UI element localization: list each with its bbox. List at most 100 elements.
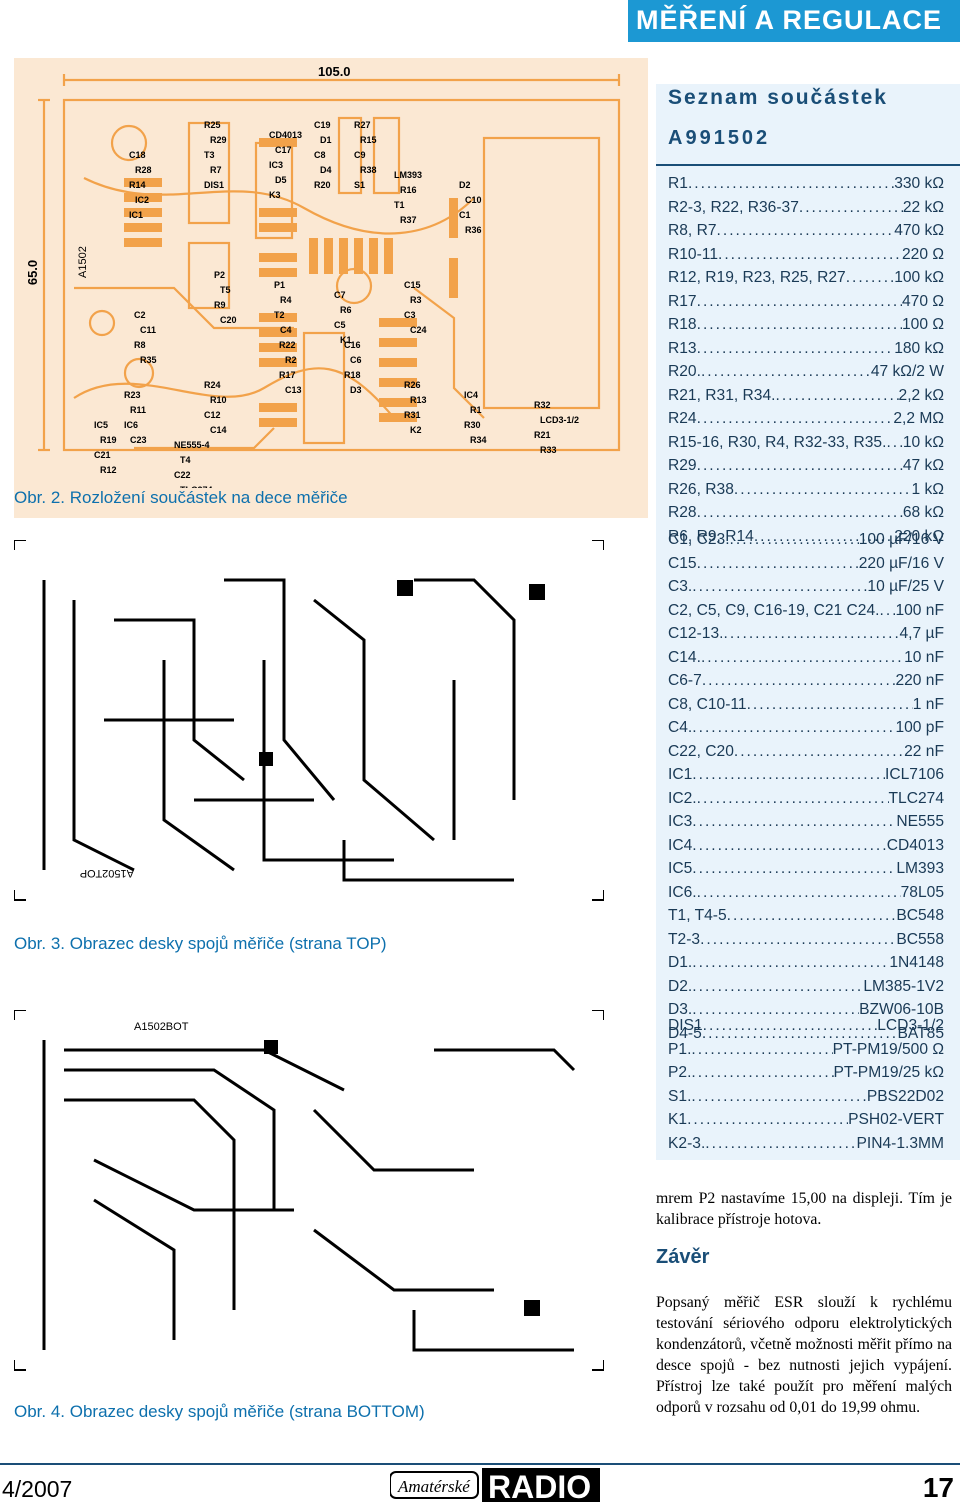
component-label: R12 [100, 465, 117, 475]
part-row: IC6.78L05 [668, 884, 944, 908]
leader-dots [717, 222, 895, 246]
part-designator: R20. [668, 363, 701, 380]
part-designator: P2. [668, 1064, 692, 1081]
parts-list-title: Seznam součástek [668, 86, 888, 109]
part-row: D2. LM385-1V2 [668, 978, 944, 1002]
part-row: C12-13.4,7 µF [668, 625, 944, 649]
part-value: BZW06-10B [859, 1001, 944, 1018]
leader-dots [692, 978, 863, 1002]
component-label: R24 [204, 380, 221, 390]
leader-dots [697, 293, 902, 317]
leader-dots [697, 790, 889, 814]
leader-dots [692, 954, 889, 978]
component-label: R7 [210, 165, 222, 175]
part-value: 100 nF [895, 601, 944, 619]
component-label: IC1 [129, 210, 143, 220]
component-label: C3 [404, 310, 416, 320]
leader-dots [703, 1017, 878, 1041]
component-label: R14 [129, 180, 146, 190]
part-designator: D3. [668, 1001, 693, 1018]
svg-text:RADIO: RADIO [488, 1469, 591, 1505]
component-label: T5 [220, 285, 231, 295]
part-row: R17470 Ω [668, 293, 944, 317]
capacitor-semiconductor-list: C1, C23.100 µF/16 VC15220 µF/16 VC3.10 µ… [668, 531, 944, 1048]
component-label: R22 [279, 340, 296, 350]
part-designator: C3. [668, 578, 693, 595]
pcb-bottom-figure: A1502BOT [14, 1010, 604, 1371]
part-value: LM385-1V2 [863, 977, 944, 995]
component-label: CD4013 [269, 130, 302, 140]
leader-dots [688, 175, 894, 199]
component-label: R35 [140, 355, 157, 365]
leader-dots [692, 860, 896, 884]
part-value: 220 Ω [901, 245, 944, 263]
part-row: D3. BZW06-10B [668, 1001, 944, 1025]
part-row: T1, T4-5BC548 [668, 907, 944, 931]
part-designator: DIS1 [668, 1017, 703, 1034]
component-label: IC5 [94, 420, 108, 430]
part-value: 220 µF/16 V [858, 554, 944, 572]
article-paragraph-1: mrem P2 nastavíme 15,00 na displeji. Tím… [656, 1190, 952, 1228]
part-row: C1, C23.100 µF/16 V [668, 531, 944, 555]
part-value: PT-PM19/500 Ω [832, 1040, 944, 1058]
part-value: LM393 [896, 860, 944, 877]
part-designator: IC6. [668, 883, 697, 901]
part-row: D1.1N4148 [668, 954, 944, 978]
leader-dots [718, 246, 902, 270]
component-label: DIS1 [204, 180, 224, 190]
part-designator: IC3 [668, 813, 693, 830]
part-designator: R10-11 [668, 245, 718, 263]
part-row: R2-3, R22, R36-3722 kΩ [668, 199, 944, 223]
part-row: IC3NE555 [668, 813, 944, 837]
component-label: R9 [214, 300, 226, 310]
leader-dots [692, 578, 867, 602]
part-designator: D4-5 [668, 1024, 702, 1042]
component-label: S1 [354, 180, 365, 190]
part-row: IC1ICL7106 [668, 766, 944, 790]
component-label: K3 [269, 190, 281, 200]
part-designator: D2. [668, 977, 693, 995]
leader-dots [687, 1111, 848, 1135]
parts-list-code: A991502 [668, 127, 771, 149]
part-row: S1.PBS22D02 [668, 1088, 944, 1112]
section-title: MĚŘENÍ A REGULACE [635, 5, 942, 35]
component-label: K2 [410, 425, 422, 435]
board-label: A1502BOT [134, 1021, 189, 1033]
leader-dots [730, 531, 859, 555]
part-row: K1PSH02-VERT [668, 1111, 944, 1135]
fig2-caption: Obr. 2. Rozložení součástek na dece měři… [14, 488, 348, 507]
component-label: R34 [470, 435, 487, 445]
fig4-caption: Obr. 4. Obrazec desky spojů měřiče (stra… [14, 1402, 425, 1421]
part-row: R26, R381 kΩ [668, 481, 944, 505]
part-value: 10 kΩ [902, 433, 944, 451]
part-designator: T2-3 [668, 930, 701, 948]
page-number: 17 [922, 1472, 954, 1503]
leader-dots [692, 719, 895, 743]
part-value: 330 kΩ [894, 175, 944, 192]
part-value: 470 kΩ [894, 222, 944, 239]
component-label: C12 [204, 410, 221, 420]
component-label: C5 [334, 320, 346, 330]
component-label: D4 [320, 165, 332, 175]
leader-dots [697, 884, 901, 908]
leader-dots [697, 340, 895, 364]
footer-rule [0, 1463, 960, 1465]
part-row: C8, C10-111 nF [668, 696, 944, 720]
leader-dots [692, 813, 896, 837]
part-row: C2, C5, C9, C16-19, C21 C24.100 nF [668, 602, 944, 626]
part-row: R12, R19, R23, R25, R27100 kΩ [668, 269, 944, 293]
component-label: IC3 [269, 160, 283, 170]
part-row: C22, C2022 nF [668, 743, 944, 767]
component-label: R1 [470, 405, 482, 415]
leader-dots [691, 1088, 866, 1112]
part-row: R21, R31, R34.2,2 kΩ [668, 387, 944, 411]
part-designator: P1. [668, 1040, 692, 1058]
part-value: LCD3-1/2 [877, 1017, 944, 1034]
component-label: R26 [404, 380, 421, 390]
component-label: R36 [465, 225, 482, 235]
part-value: 10 nF [904, 648, 944, 666]
component-label: R3 [410, 295, 422, 305]
part-value: 47 kΩ/2 W [870, 363, 944, 380]
leader-dots [702, 672, 896, 696]
component-label: T3 [204, 150, 215, 160]
